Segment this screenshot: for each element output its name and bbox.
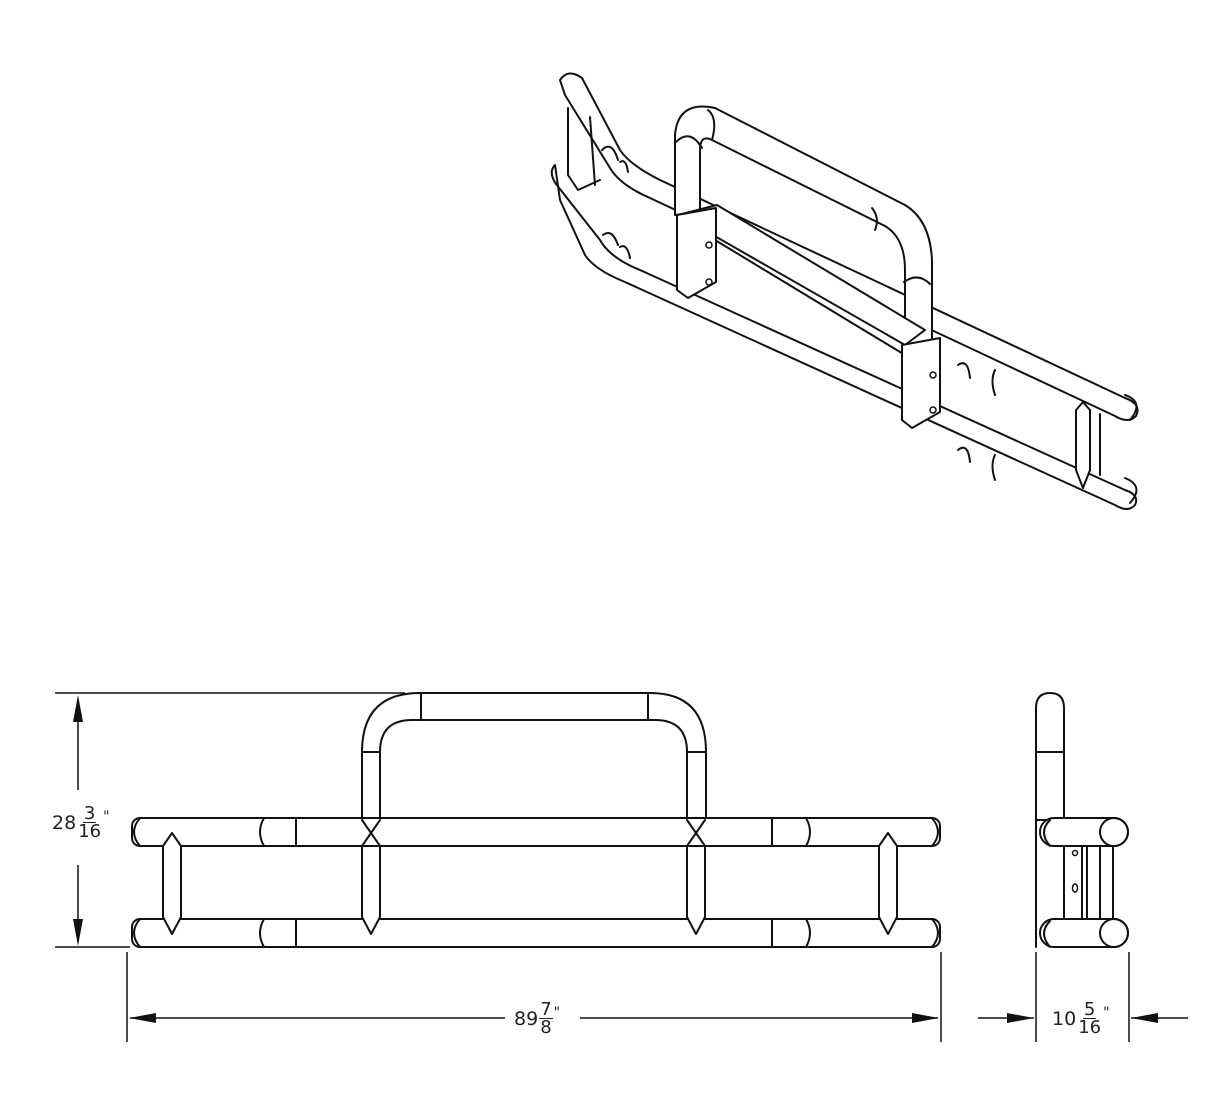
width-whole: 89 [514,1007,539,1030]
height-whole: 28 [52,811,77,834]
depth-fraction: 5 16 [1077,999,1102,1038]
height-fraction: 3 16 [77,803,102,842]
width-dimension-label: 89 7 8 " [514,999,561,1038]
side-view [978,692,1188,1042]
width-numerator: 7 [539,999,553,1020]
depth-whole: 10 [1052,1007,1077,1030]
depth-denominator: 16 [1078,1017,1102,1038]
depth-dimension-label: 10 5 16 " [1052,999,1110,1038]
front-view [55,692,942,1042]
height-unit: " [103,809,110,825]
height-denominator: 16 [78,821,102,842]
width-fraction: 7 8 [539,999,553,1038]
height-dimension-label: 28 3 16 " [52,803,110,842]
depth-numerator: 5 [1082,999,1097,1020]
isometric-view [550,72,1139,510]
width-unit: " [553,1005,561,1021]
depth-unit: " [1103,1005,1110,1021]
width-denominator: 8 [540,1017,552,1038]
height-numerator: 3 [82,803,97,824]
